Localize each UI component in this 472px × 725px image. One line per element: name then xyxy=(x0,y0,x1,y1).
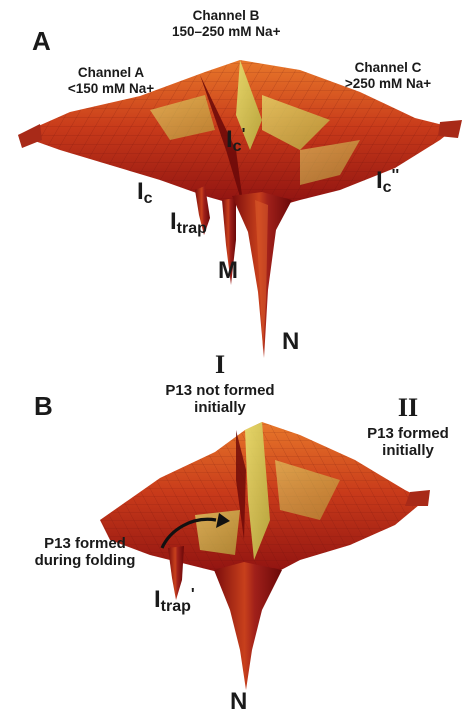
region-i-text: P13 not formed initially xyxy=(160,382,280,417)
channel-a-label: Channel A <150 mM Na+ xyxy=(62,65,160,96)
panel-a-letter: A xyxy=(32,27,51,57)
region-i-label: I P13 not formed initially xyxy=(140,350,300,416)
region-ii-label: II P13 formed initially xyxy=(352,393,464,459)
channel-b-name: Channel B xyxy=(172,8,280,24)
region-i-numeral: I xyxy=(140,350,300,380)
state-ic-double-prime: Ic'' xyxy=(376,167,399,197)
channel-c-condition: >250 mM Na+ xyxy=(332,76,444,92)
channel-b-condition: 150–250 mM Na+ xyxy=(172,24,280,40)
state-ic-prime: Ic' xyxy=(226,126,245,156)
channel-a-condition: <150 mM Na+ xyxy=(62,81,160,97)
region-ii-text: P13 formed initially xyxy=(354,425,462,460)
channel-c-name: Channel C xyxy=(332,60,444,76)
state-itrap: Itrap xyxy=(170,208,207,238)
folding-note: P13 formed during folding xyxy=(20,535,150,570)
panel-a-surface xyxy=(18,60,462,358)
channel-a-name: Channel A xyxy=(62,65,160,81)
state-n-panel-b: N xyxy=(230,688,247,716)
channel-c-label: Channel C >250 mM Na+ xyxy=(332,60,444,91)
channel-b-label: Channel B 150–250 mM Na+ xyxy=(172,8,280,39)
state-itrap-prime: Itrap' xyxy=(154,586,195,616)
state-m: M xyxy=(218,257,238,285)
panel-b-letter: B xyxy=(34,392,53,422)
state-ic: Ic xyxy=(137,178,153,208)
region-ii-numeral: II xyxy=(352,393,464,423)
